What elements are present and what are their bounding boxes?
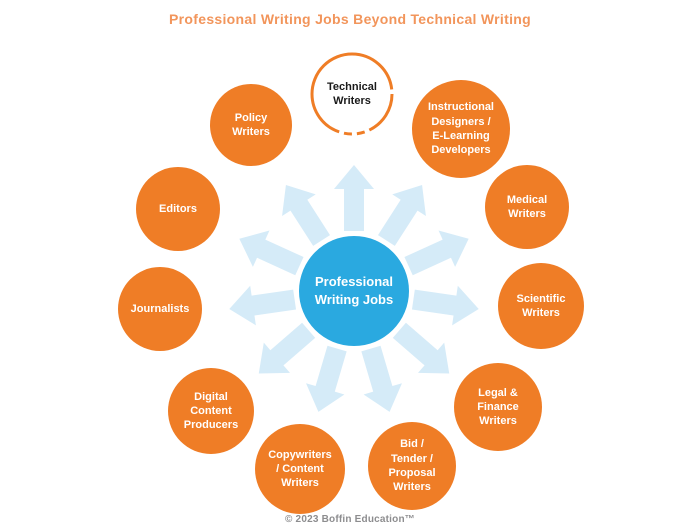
outward-arrow-icon (392, 322, 450, 374)
node-label: Instructional Designers / E-Learning Dev… (427, 101, 494, 157)
node-label: Digital Content Producers (183, 390, 239, 432)
node-label: Policy Writers (232, 111, 270, 138)
node-bid-tender-proposal-writers: Bid / Tender / Proposal Writers (368, 422, 456, 510)
node-professional-writing-jobs: Professional Writing Jobs (299, 236, 409, 346)
node-digital-content-producers: Digital Content Producers (168, 368, 254, 454)
outward-arrow-icon (361, 345, 402, 412)
node-label: Professional Writing Jobs (314, 273, 394, 307)
node-label: Editors (159, 202, 197, 215)
node-label: Legal & Finance Writers (477, 386, 519, 428)
outward-arrow-icon (404, 230, 469, 276)
node-label: Journalists (130, 302, 190, 315)
node-technical-writers: Technical Writers (310, 52, 394, 136)
outward-arrow-icon (306, 345, 347, 412)
node-legal-finance-writers: Legal & Finance Writers (454, 363, 542, 451)
node-copywriters-content-writers: Copywriters / Content Writers (255, 424, 345, 514)
outward-arrow-icon (411, 285, 479, 326)
page-title: Professional Writing Jobs Beyond Technic… (169, 11, 531, 27)
node-editors: Editors (136, 167, 220, 251)
node-instructional-designers-elearning-developers: Instructional Designers / E-Learning Dev… (412, 80, 510, 178)
outward-arrow-icon (239, 230, 304, 276)
outward-arrow-icon (258, 322, 316, 374)
node-policy-writers: Policy Writers (210, 84, 292, 166)
node-medical-writers: Medical Writers (485, 165, 569, 249)
node-label: Medical Writers (506, 193, 548, 220)
outward-arrow-icon (282, 184, 331, 246)
node-label: Technical Writers (327, 80, 377, 107)
copyright-text: © 2023 Boffin Education™ (285, 514, 415, 525)
node-scientific-writers: Scientific Writers (498, 263, 584, 349)
node-label: Copywriters / Content Writers (268, 448, 332, 490)
outward-arrow-icon (377, 184, 426, 246)
node-label: Bid / Tender / Proposal Writers (388, 438, 436, 494)
node-label: Scientific Writers (516, 292, 566, 319)
outward-arrow-icon (334, 165, 374, 231)
outward-arrow-icon (229, 285, 297, 326)
node-journalists: Journalists (118, 267, 202, 351)
